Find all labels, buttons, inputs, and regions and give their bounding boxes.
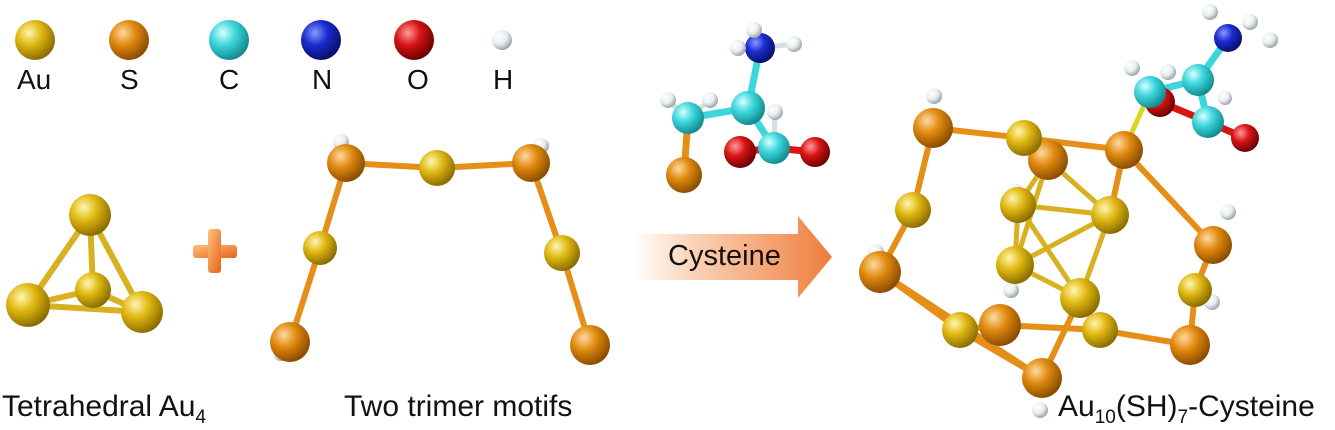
atom-s xyxy=(1105,131,1143,169)
atom-h xyxy=(730,40,746,56)
atom-c xyxy=(1182,64,1214,96)
atom-s xyxy=(327,144,365,182)
atom-au xyxy=(1060,278,1100,318)
atom-s xyxy=(859,251,901,293)
atom-au xyxy=(1178,273,1212,307)
atom-s xyxy=(512,144,550,182)
legend-atom-h xyxy=(492,30,512,50)
product-label: Au10(SH)7-Cysteine xyxy=(1058,390,1315,428)
tetrahedral-label: Tetrahedral Au4 xyxy=(2,390,207,428)
legend-atom-n xyxy=(301,20,341,60)
atom-s xyxy=(1028,140,1068,180)
atom-h xyxy=(786,36,802,52)
atom-h xyxy=(1242,14,1258,30)
atom-au xyxy=(6,283,50,327)
atom-h xyxy=(702,92,718,108)
atom-s xyxy=(1194,226,1232,264)
trimers-label: Two trimer motifs xyxy=(344,390,573,423)
product-label-au-sub: 10 xyxy=(1094,407,1116,428)
atom-h xyxy=(1202,4,1218,20)
atom-au xyxy=(1091,196,1129,234)
atom-au xyxy=(544,235,580,271)
atom-au xyxy=(419,150,455,186)
atom-au xyxy=(1000,187,1036,223)
atom-h xyxy=(1003,282,1019,298)
atom-h xyxy=(767,104,783,120)
legend-label-o: O xyxy=(407,64,429,95)
atom-h xyxy=(1160,64,1176,80)
atom-n xyxy=(1214,24,1242,52)
atom-c xyxy=(1192,106,1224,138)
atom-h xyxy=(1218,91,1232,105)
atom-h xyxy=(660,92,676,108)
legend-atom-o xyxy=(394,20,434,60)
tetrahedral-label-sub: 4 xyxy=(195,407,207,428)
atom-au xyxy=(895,192,931,228)
atom-s xyxy=(1170,325,1210,365)
bond-layer xyxy=(25,27,1249,381)
atom-h xyxy=(1220,204,1236,220)
tetrahedral-label-text: Tetrahedral Au xyxy=(2,390,196,423)
atom-c xyxy=(731,91,765,125)
arrow-right-icon xyxy=(632,216,832,298)
atom-o xyxy=(1231,124,1259,152)
legend-label-au: Au xyxy=(17,64,52,95)
arrow-label: Cysteine xyxy=(668,240,781,272)
atom-o xyxy=(724,136,756,168)
atom-h xyxy=(1124,60,1140,76)
legend-label-s: S xyxy=(120,64,139,95)
atom-h xyxy=(1032,402,1048,418)
legend-atom-s xyxy=(109,20,149,60)
atom-o xyxy=(800,137,830,167)
atom-au xyxy=(121,291,163,333)
atom-au xyxy=(75,272,111,308)
atom-layer xyxy=(6,4,1278,418)
legend-atom-c xyxy=(209,20,249,60)
atom-h xyxy=(1262,32,1278,48)
product-label-sh: (SH) xyxy=(1115,390,1178,423)
atom-c xyxy=(672,102,704,134)
atom-h xyxy=(926,88,942,104)
atom-s xyxy=(913,108,953,148)
legend-label-h: H xyxy=(493,64,514,95)
bond-au-s xyxy=(1121,147,1216,248)
atom-c xyxy=(758,132,790,164)
atom-s xyxy=(270,322,310,362)
plus-icon xyxy=(193,229,237,273)
product-label-sh-sub: 7 xyxy=(1177,407,1189,428)
atom-au xyxy=(942,312,978,348)
atom-h xyxy=(746,22,762,38)
atom-s xyxy=(666,157,702,193)
atom-c xyxy=(1134,76,1166,108)
atom-au xyxy=(303,231,337,265)
atom-s xyxy=(1022,358,1062,398)
atom-au xyxy=(69,194,111,236)
legend-label-c: C xyxy=(219,64,240,95)
legend-label-n: N xyxy=(312,64,333,95)
atom-s xyxy=(979,304,1021,346)
atom-au xyxy=(1082,312,1118,348)
atom-au xyxy=(996,246,1034,284)
product-label-cys: -Cysteine xyxy=(1188,390,1315,423)
legend-atom-au xyxy=(15,20,55,60)
atom-au xyxy=(1006,120,1042,156)
atom-n xyxy=(745,33,775,63)
atom-s xyxy=(570,325,610,365)
product-label-au: Au xyxy=(1058,390,1095,423)
